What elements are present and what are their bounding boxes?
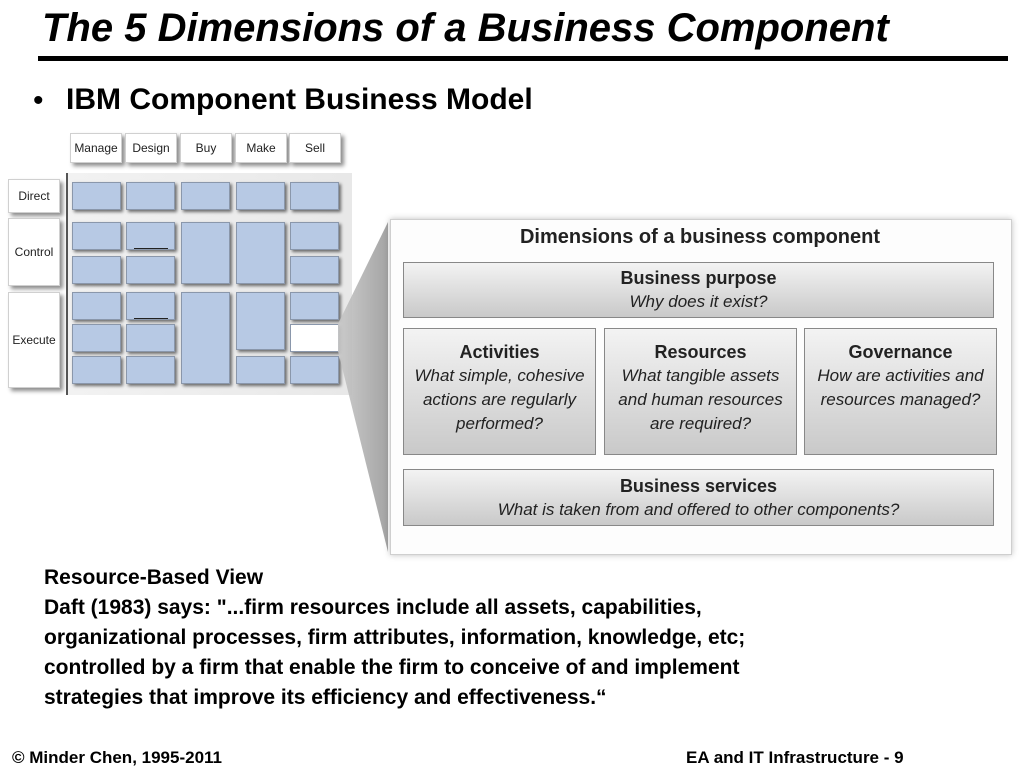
governance-box: Governance How are activities and resour…: [804, 328, 997, 455]
governance-name: Governance: [848, 342, 953, 362]
column-header-buy: Buy: [180, 133, 232, 163]
resources-question-line: are required?: [649, 414, 752, 433]
governance-question-line: resources managed?: [820, 390, 981, 409]
resources-question-line: What tangible assets: [621, 366, 780, 385]
footer-copyright: © Minder Chen, 1995-2011: [12, 748, 223, 767]
footer-page-label: EA and IT Infrastructure - 9: [686, 748, 904, 767]
activities-question-line: actions are regularly: [422, 390, 577, 409]
row-header-direct: Direct: [8, 179, 60, 213]
column-header-sell: Sell: [289, 133, 341, 163]
slide-title: The 5 Dimensions of a Business Component: [42, 6, 889, 50]
row-header-control: Control: [8, 218, 60, 286]
cbm-cell: [126, 182, 175, 210]
bullet-icon: •: [33, 84, 44, 117]
business-purpose-box: Business purpose Why does it exist?: [403, 262, 994, 318]
resources-question-line: and human resources: [618, 390, 783, 409]
body-line: Daft (1983) says: "...firm resources inc…: [44, 596, 702, 619]
cbm-connector-line: [134, 318, 168, 319]
cbm-cell: [72, 292, 121, 320]
cbm-cell: [290, 256, 339, 284]
resources-name: Resources: [654, 342, 747, 362]
cbm-cell: [290, 356, 339, 384]
business-services-name: Business services: [619, 476, 778, 496]
cbm-cell: [236, 356, 285, 384]
bullet-text: IBM Component Business Model: [66, 83, 533, 116]
cbm-cell: [290, 182, 339, 210]
business-services-box: Business services What is taken from and…: [403, 469, 994, 526]
cbm-cell: [72, 222, 121, 250]
column-header-design: Design: [125, 133, 177, 163]
activities-question-line: performed?: [456, 414, 543, 433]
resources-box: Resources What tangible assets and human…: [604, 328, 797, 455]
cbm-connector-line: [134, 248, 168, 249]
dimensions-title: Dimensions of a business component: [519, 226, 881, 248]
cbm-cell: [236, 292, 285, 350]
cbm-cell: [126, 256, 175, 284]
governance-question-line: How are activities and: [817, 366, 984, 385]
cbm-cell: [72, 256, 121, 284]
activities-box: Activities What simple, cohesive actions…: [403, 328, 596, 455]
cbm-cell: [126, 356, 175, 384]
cbm-cell: [290, 292, 339, 320]
cbm-cell: [126, 324, 175, 352]
body-line: controlled by a firm that enable the fir…: [44, 656, 740, 679]
business-purpose-name: Business purpose: [620, 268, 777, 288]
row-header-execute: Execute: [8, 292, 60, 388]
activities-question-line: What simple, cohesive: [414, 366, 585, 385]
column-header-manage: Manage: [70, 133, 122, 163]
activities-name: Activities: [459, 342, 540, 362]
cbm-cell: [181, 222, 230, 284]
cbm-cell: [72, 324, 121, 352]
column-header-make: Make: [235, 133, 287, 163]
body-line: strategies that improve its efficiency a…: [44, 686, 607, 709]
title-rule: [38, 56, 1008, 61]
cbm-cell: [181, 292, 230, 384]
body-line: organizational processes, firm attribute…: [44, 626, 746, 649]
business-services-question: What is taken from and offered to other …: [497, 500, 900, 519]
cbm-cell: [236, 182, 285, 210]
cbm-cell: [181, 182, 230, 210]
body-heading: Resource-Based View: [44, 566, 264, 589]
cbm-cell: [126, 292, 175, 320]
cbm-cell: [72, 182, 121, 210]
cbm-cell: [72, 356, 121, 384]
cbm-cell: [236, 222, 285, 284]
cbm-cell: [126, 222, 175, 250]
body-text: Resource-Based View Daft (1983) says: ".…: [44, 563, 984, 713]
business-purpose-question: Why does it exist?: [629, 292, 768, 311]
cbm-cell: [290, 222, 339, 250]
